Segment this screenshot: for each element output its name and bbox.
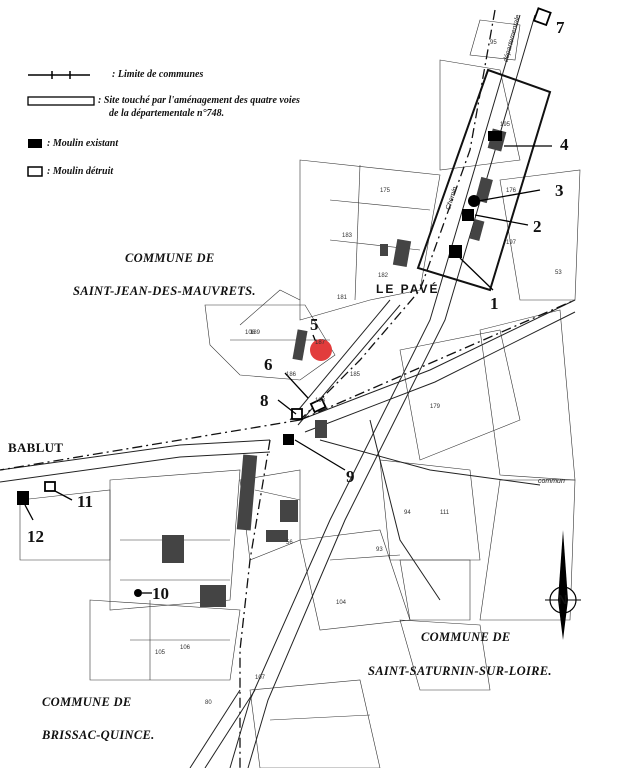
mill-1-marker <box>449 245 462 258</box>
mill-number-5: 5 <box>310 315 319 334</box>
destroyed-mill-symbol <box>27 166 43 177</box>
mill-9-marker <box>283 434 294 445</box>
parcel-number: 193 <box>315 398 326 404</box>
existing-mill-symbol <box>28 139 42 148</box>
parcel-boundaries <box>19 19 581 768</box>
legend-site-line2: de la départementale n°748. <box>109 108 225 119</box>
parcel-number: 183 <box>342 233 353 239</box>
parcel-number: 179 <box>430 404 441 410</box>
parcel-number: 189 <box>250 330 261 336</box>
existing-mills <box>17 131 502 597</box>
legend-commune-limit: : Limite de communes <box>112 69 204 80</box>
legend-existing-mill: : Moulin existant <box>47 138 119 149</box>
commune-brissac-line1: COMMUNE DE <box>42 695 132 709</box>
commune-saint-saturnin-line2: SAINT-SATURNIN-SUR-LOIRE. <box>368 664 552 678</box>
parcel-number: 53 <box>555 270 562 276</box>
parcel-number: 181 <box>337 295 348 301</box>
compass-north-letter: N <box>558 592 568 607</box>
mill-4-marker <box>488 131 502 141</box>
mill-3-marker <box>468 195 480 207</box>
mill-number-11: 11 <box>77 492 94 511</box>
mill-number-7: 7 <box>556 18 565 37</box>
place-le-pave: LE PAVÉ <box>376 282 440 296</box>
parcel-number: 176 <box>506 188 517 194</box>
mill-number-6: 6 <box>264 355 273 374</box>
north-arrow <box>545 530 581 640</box>
parcel-number: 195 <box>500 122 511 128</box>
buildings <box>162 128 507 607</box>
mill-10-marker <box>134 589 142 597</box>
mill-11-marker <box>44 481 56 492</box>
commune-limit-symbol <box>28 71 90 79</box>
mill-number-10: 10 <box>152 584 169 603</box>
legend-destroyed-mill: : Moulin détruit <box>47 166 114 177</box>
parcel-number: 95 <box>490 40 497 46</box>
roads <box>0 14 576 768</box>
parcel-number: 197 <box>506 240 517 246</box>
parcel-number: 106 <box>180 645 191 651</box>
mill-12-marker <box>17 491 29 505</box>
mill-number-4: 4 <box>560 135 569 154</box>
mill-number-8: 8 <box>260 391 269 410</box>
mill-7-marker <box>532 7 552 27</box>
leader-lines <box>24 145 552 594</box>
parcel-number: 186 <box>286 372 297 378</box>
parcel-number: 111 <box>440 510 450 516</box>
site-symbol <box>27 96 95 106</box>
mill-6-marker <box>309 397 327 414</box>
road-label-commun: commun <box>538 478 565 485</box>
parcel-number: 80 <box>205 700 212 706</box>
parcel-number: 104 <box>336 600 347 606</box>
destroyed-mills <box>44 7 552 492</box>
mill-number-3: 3 <box>555 181 564 200</box>
development-site-outline <box>416 68 552 292</box>
parcel-number: 107 <box>255 675 266 681</box>
parcel-number: 105 <box>155 650 166 656</box>
parcel-number: 94 <box>404 510 411 516</box>
mill-2-marker <box>462 209 474 221</box>
commune-brissac-line2: BRISSAC-QUINCE. <box>42 728 155 742</box>
parcel-number: 182 <box>378 273 389 279</box>
legend-site-line1: : Site touché par l'aménagement des quat… <box>98 95 300 106</box>
mill-number-1: 1 <box>490 294 499 313</box>
legend-symbols <box>27 71 95 177</box>
place-bablut: BABLUT <box>8 440 64 455</box>
mill-number-9: 9 <box>346 467 355 486</box>
commune-saint-jean-line1: COMMUNE DE <box>125 251 215 265</box>
parcel-number: 187 <box>315 340 326 346</box>
parcel-number: 185 <box>350 372 361 378</box>
mill-number-2: 2 <box>533 217 542 236</box>
location-marker <box>310 339 332 361</box>
parcel-number: 175 <box>380 188 391 194</box>
parcel-number: 108 <box>245 330 256 336</box>
commune-saint-jean-line2: SAINT-JEAN-DES-MAUVRETS. <box>73 284 256 298</box>
mill-8-marker <box>291 408 303 420</box>
commune-saint-saturnin-line1: COMMUNE DE <box>421 630 511 644</box>
commune-limits <box>0 9 576 768</box>
mill-number-12: 12 <box>27 527 44 546</box>
parcel-number: 93 <box>376 547 383 553</box>
parcel-number: 56 <box>286 540 293 546</box>
